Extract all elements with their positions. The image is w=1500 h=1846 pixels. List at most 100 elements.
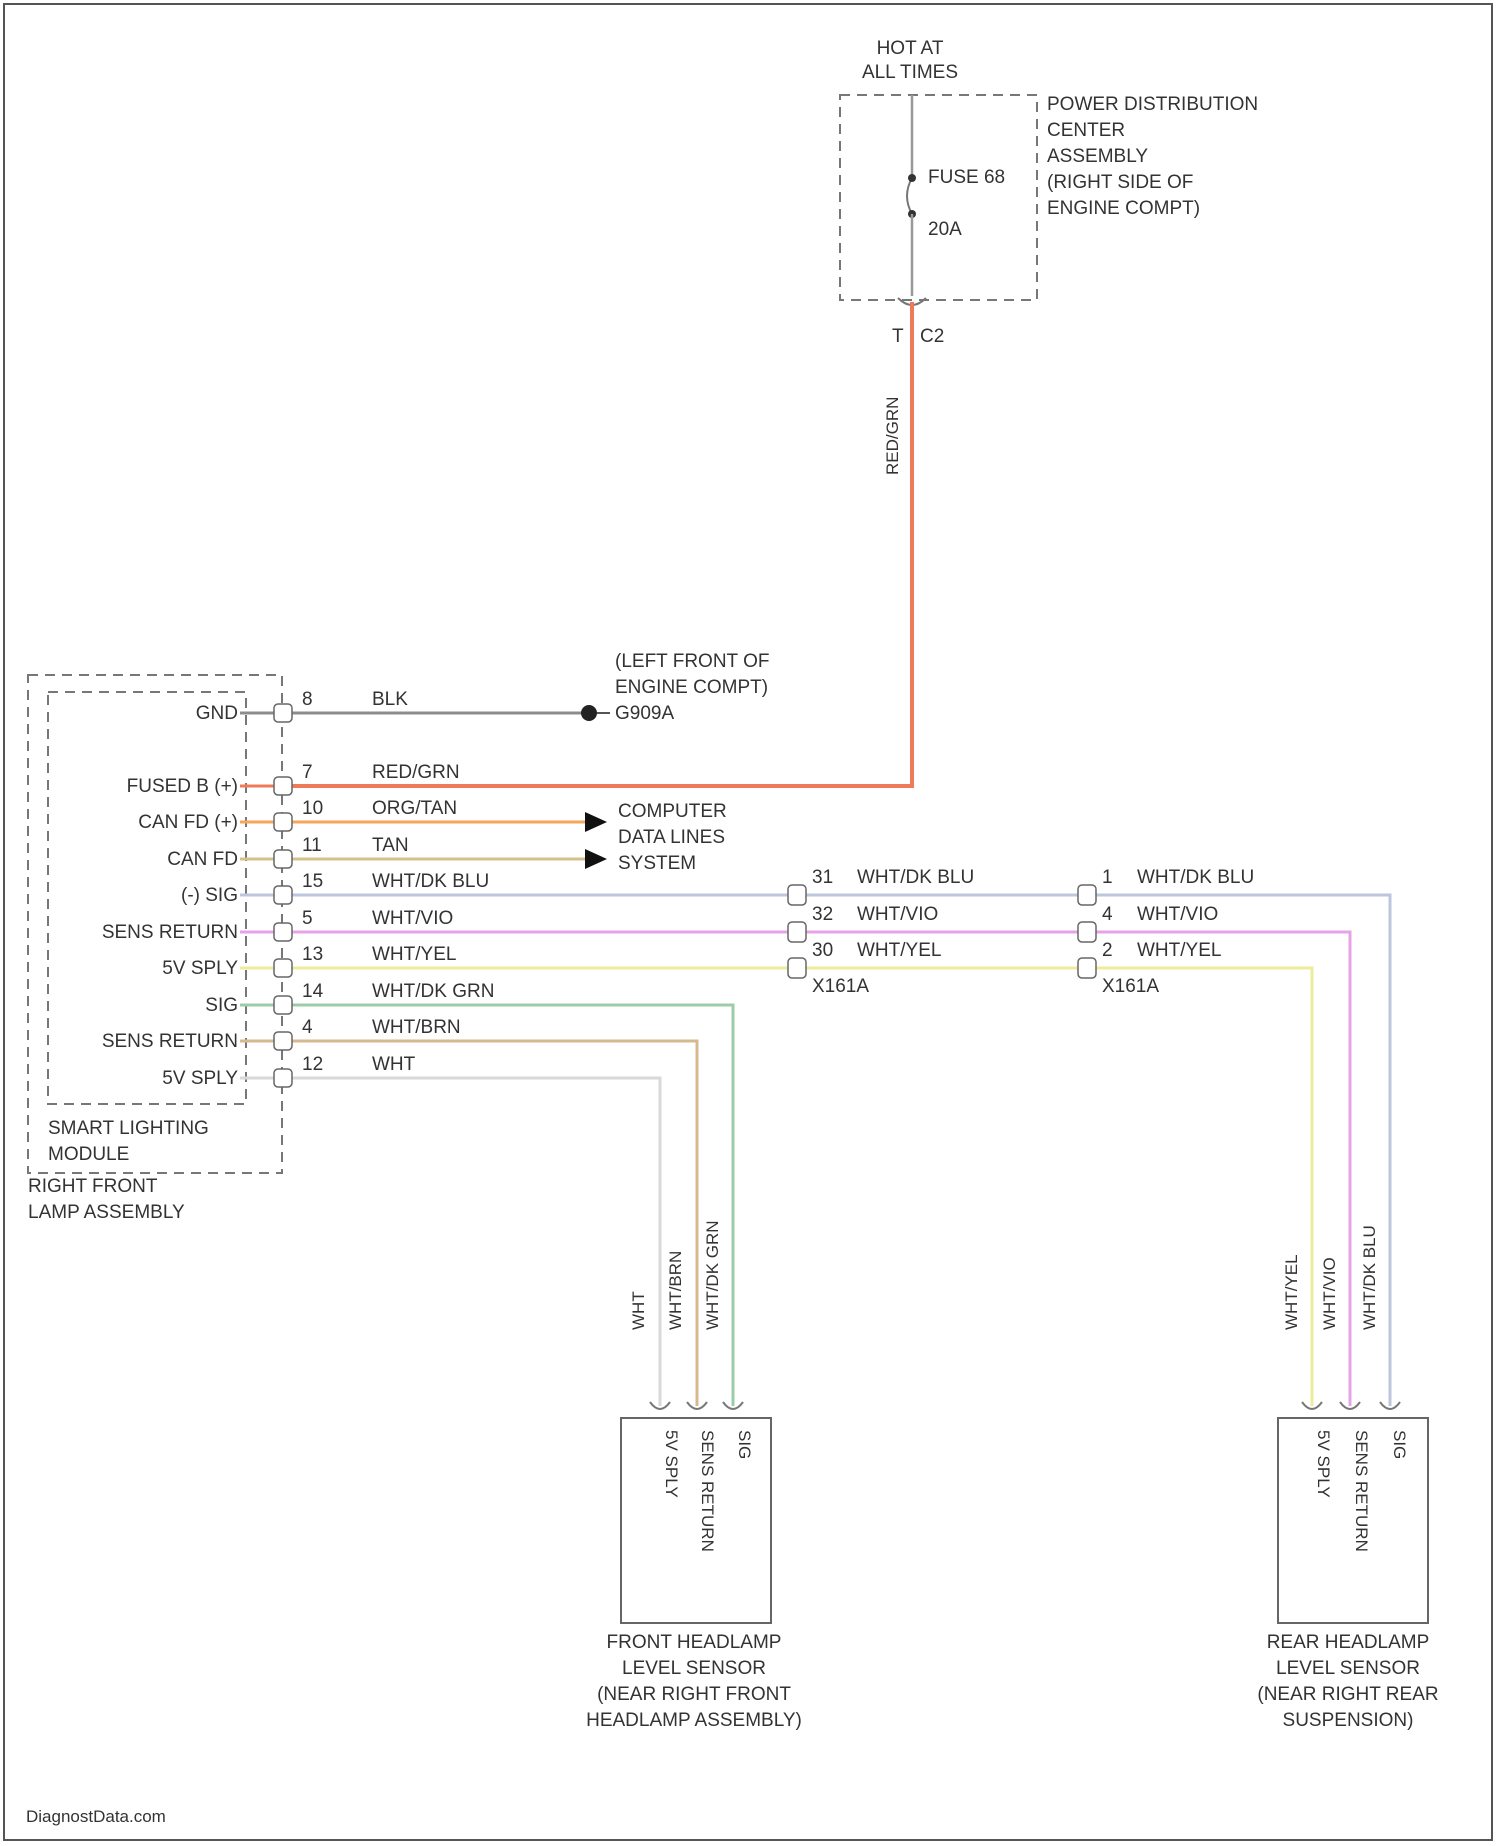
module-wire-label-2: RED/GRN bbox=[372, 762, 460, 783]
rear-pin-label-3: SIG bbox=[1390, 1430, 1409, 1459]
connector-1-row-3-pin: 30 bbox=[812, 940, 833, 961]
can-fd-plus-arrow-icon bbox=[585, 812, 607, 832]
module-name-1: SMART LIGHTING bbox=[48, 1118, 209, 1139]
ground-point bbox=[581, 705, 597, 721]
rear-wire-label-3: WHT/DK BLU bbox=[1360, 1225, 1379, 1330]
fuse-symbol-icon bbox=[907, 178, 912, 214]
module-wire-label-8: WHT/DK GRN bbox=[372, 981, 494, 1002]
rear-sensor-name-2: LEVEL SENSOR bbox=[1276, 1658, 1420, 1679]
module-pin-number-1: 8 bbox=[302, 689, 313, 710]
lamp-assembly-name-1: RIGHT FRONT bbox=[28, 1176, 158, 1197]
front-sensor-name-3: (NEAR RIGHT FRONT bbox=[597, 1684, 791, 1705]
ground-location-2: ENGINE COMPT) bbox=[615, 677, 768, 698]
module-pin-terminal-7 bbox=[274, 959, 292, 977]
connector-2-row-3-wire: WHT/YEL bbox=[1137, 940, 1221, 961]
module-pin-number-6: 5 bbox=[302, 908, 313, 929]
module-wire-label-1: BLK bbox=[372, 689, 408, 710]
rear-pin-label-2: SENS RETURN bbox=[1352, 1430, 1371, 1552]
connector-2-row-2-wire: WHT/VIO bbox=[1137, 904, 1218, 925]
wht-wire bbox=[292, 1078, 660, 1406]
module-wire-label-6: WHT/VIO bbox=[372, 908, 453, 929]
module-wire-label-7: WHT/YEL bbox=[372, 944, 456, 965]
wht-vio-wire bbox=[292, 932, 1350, 1406]
connector-2-terminal-3 bbox=[1078, 958, 1096, 978]
pdc-dashed-box bbox=[840, 95, 1037, 300]
module-pin-label-8: SIG bbox=[205, 995, 238, 1016]
rear-sensor-name-3: (NEAR RIGHT REAR bbox=[1257, 1684, 1438, 1705]
fuse-terminal-top bbox=[908, 174, 916, 182]
module-pin-terminal-5 bbox=[274, 886, 292, 904]
connector-1-terminal-3 bbox=[788, 958, 806, 978]
module-pin-label-10: 5V SPLY bbox=[162, 1068, 238, 1089]
connector-2-terminal-1 bbox=[1078, 885, 1096, 905]
footer-watermark: DiagnostData.com bbox=[26, 1807, 166, 1826]
hot-label-1: HOT AT bbox=[877, 38, 944, 59]
module-wire-label-5: WHT/DK BLU bbox=[372, 871, 489, 892]
rear-sensor-name-4: SUSPENSION) bbox=[1283, 1710, 1414, 1731]
module-pin-number-5: 15 bbox=[302, 871, 323, 892]
pdc-out-connector: C2 bbox=[920, 326, 944, 347]
hot-label-2: ALL TIMES bbox=[862, 62, 958, 83]
connector-2-id: X161A bbox=[1102, 976, 1159, 997]
connector-2-row-2-pin: 4 bbox=[1102, 904, 1113, 925]
module-pin-label-5: (-) SIG bbox=[181, 885, 238, 906]
front-pin-label-2: SENS RETURN bbox=[698, 1430, 717, 1552]
connector-2-row-1-wire: WHT/DK BLU bbox=[1137, 867, 1254, 888]
wht-brn-wire bbox=[292, 1041, 697, 1406]
module-pin-number-4: 11 bbox=[302, 835, 322, 856]
module-pin-label-1: GND bbox=[196, 703, 238, 724]
front-wire-label-2: WHT/BRN bbox=[666, 1251, 685, 1330]
module-pin-label-9: SENS RETURN bbox=[102, 1031, 238, 1052]
module-pin-label-7: 5V SPLY bbox=[162, 958, 238, 979]
connector-2-row-1-pin: 1 bbox=[1102, 867, 1113, 888]
module-pin-terminal-2 bbox=[274, 777, 292, 795]
module-pin-label-3: CAN FD (+) bbox=[138, 812, 238, 833]
module-pin-label-6: SENS RETURN bbox=[102, 922, 238, 943]
connector-1-row-3-wire: WHT/YEL bbox=[857, 940, 941, 961]
module-pin-terminal-6 bbox=[274, 923, 292, 941]
connector-1-row-2-pin: 32 bbox=[812, 904, 833, 925]
module-wire-label-9: WHT/BRN bbox=[372, 1017, 461, 1038]
module-pin-label-4: CAN FD bbox=[167, 849, 238, 870]
rear-wire-label-1: WHT/YEL bbox=[1282, 1254, 1301, 1330]
rear-wire-label-2: WHT/VIO bbox=[1320, 1257, 1339, 1330]
connector-1-row-2-wire: WHT/VIO bbox=[857, 904, 938, 925]
front-pin-label-3: SIG bbox=[735, 1430, 754, 1459]
module-pin-terminal-4 bbox=[274, 850, 292, 868]
pdc-label-line-2: CENTER bbox=[1047, 120, 1125, 141]
pdc-label-line-3: ASSEMBLY bbox=[1047, 146, 1148, 167]
connector-1-row-1-wire: WHT/DK BLU bbox=[857, 867, 974, 888]
module-pin-number-7: 13 bbox=[302, 944, 323, 965]
pdc-label-line-1: POWER DISTRIBUTION bbox=[1047, 94, 1258, 115]
rear-sensor-name-1: REAR HEADLAMP bbox=[1267, 1632, 1430, 1653]
data-lines-label-1: COMPUTER bbox=[618, 801, 727, 822]
lamp-assembly-name-2: LAMP ASSEMBLY bbox=[28, 1202, 185, 1223]
module-name-2: MODULE bbox=[48, 1144, 129, 1165]
connector-1-terminal-2 bbox=[788, 922, 806, 942]
module-pin-number-9: 4 bbox=[302, 1017, 313, 1038]
module-wire-label-4: TAN bbox=[372, 835, 409, 856]
front-sensor-name-2: LEVEL SENSOR bbox=[622, 1658, 766, 1679]
module-pin-terminal-9 bbox=[274, 1032, 292, 1050]
connector-1-id: X161A bbox=[812, 976, 869, 997]
module-pin-terminal-3 bbox=[274, 813, 292, 831]
module-pin-number-10: 12 bbox=[302, 1054, 323, 1075]
module-wire-label-3: ORG/TAN bbox=[372, 798, 457, 819]
fuse-name: FUSE 68 bbox=[928, 167, 1005, 188]
pdc-label-line-5: ENGINE COMPT) bbox=[1047, 198, 1200, 219]
front-wire-label-3: WHT/DK GRN bbox=[703, 1220, 722, 1330]
data-lines-label-2: DATA LINES bbox=[618, 827, 725, 848]
module-pin-number-2: 7 bbox=[302, 762, 313, 783]
front-sensor-name-4: HEADLAMP ASSEMBLY) bbox=[586, 1710, 802, 1731]
rear-pin-label-1: 5V SPLY bbox=[1314, 1430, 1333, 1498]
fuse-rating: 20A bbox=[928, 219, 962, 240]
feed-wire-label: RED/GRN bbox=[883, 397, 902, 475]
pdc-label-line-4: (RIGHT SIDE OF bbox=[1047, 172, 1193, 193]
connector-2-terminal-2 bbox=[1078, 922, 1096, 942]
can-fd-arrow-icon bbox=[585, 849, 607, 869]
connector-1-row-1-pin: 31 bbox=[812, 867, 833, 888]
pdc-out-pin: T bbox=[892, 326, 904, 347]
wht-dk-blu-wire bbox=[292, 895, 1390, 1406]
module-pin-label-2: FUSED B (+) bbox=[127, 776, 238, 797]
